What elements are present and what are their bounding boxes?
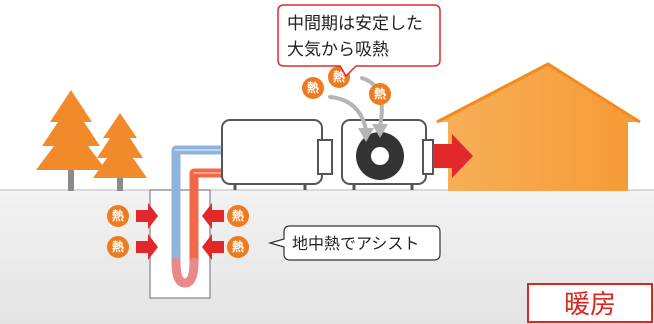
- ground-heat-assist-callout: 地中熱でアシスト: [267, 225, 441, 261]
- mode-label: 暖房: [564, 290, 616, 320]
- air-intake-arrowhead-2: [372, 124, 388, 138]
- air-intake-arrowhead: [358, 128, 374, 142]
- tree-right: [93, 113, 147, 191]
- heat-badge: 熱: [107, 236, 129, 258]
- heat-output-arrow: [433, 134, 473, 178]
- tree-left: [36, 90, 106, 191]
- ground-loop-pipe: [171, 145, 233, 288]
- svg-text:熱: 熱: [333, 69, 345, 84]
- svg-text:熱: 熱: [374, 86, 386, 101]
- heat-badge: 熱: [302, 77, 324, 99]
- ground-arrow-left-2: [136, 234, 158, 260]
- ground-arrow-right-1: [202, 203, 224, 229]
- svg-text:熱: 熱: [307, 80, 319, 95]
- air-heat-callout: 中間期は安定した 大気から吸熱: [277, 4, 441, 78]
- callout-line-1: 中間期は安定した: [287, 14, 423, 34]
- svg-text:熱: 熱: [232, 208, 244, 223]
- ground-arrow-right-2: [202, 234, 224, 260]
- heat-badge: 熱: [369, 83, 391, 105]
- heat-badge: 熱: [227, 236, 249, 258]
- ground-heat-arrows: [136, 203, 224, 260]
- ground-arrow-left-1: [136, 203, 158, 229]
- heat-badge: 熱: [107, 205, 129, 227]
- mode-label-box: 暖房: [527, 283, 653, 323]
- outdoor-unit: [341, 119, 434, 190]
- svg-text:熱: 熱: [232, 239, 244, 254]
- assist-label: 地中熱でアシスト: [292, 234, 419, 253]
- heat-pump-unit: [221, 119, 333, 190]
- house: [436, 62, 641, 191]
- svg-text:熱: 熱: [112, 239, 124, 254]
- svg-text:熱: 熱: [112, 208, 124, 223]
- heat-badge: 熱: [227, 205, 249, 227]
- callout-line-2: 大気から吸熱: [287, 40, 389, 60]
